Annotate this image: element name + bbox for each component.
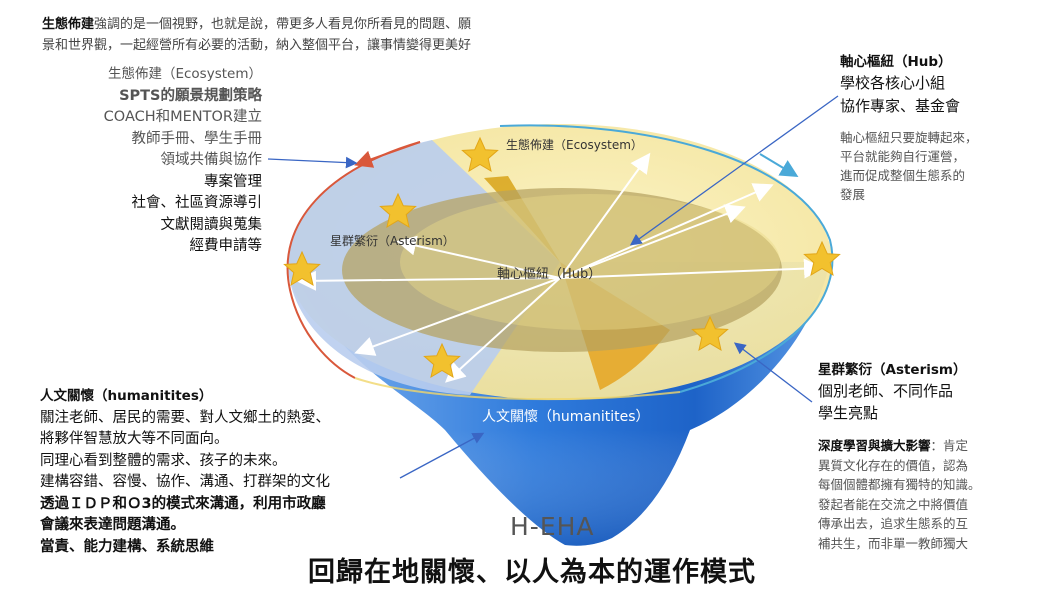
hub-desc-line: 軸心樞紐只要旋轉起來， (840, 130, 978, 145)
diagram-label-ecosystem: 生態佈建（Ecosystem） (506, 138, 643, 152)
page-title: 回歸在地關懷、以人為本的運作模式 (308, 557, 756, 588)
ecosystem-ring-blue (499, 124, 834, 393)
asterism-pointer-arrow (733, 342, 813, 403)
diagram-label-asterism: 星群繁衍（Asterism） (330, 234, 455, 248)
asterism-desc-line: 每個個體都擁有獨特的知識。 (818, 477, 981, 492)
humanities-pointer-arrow (399, 432, 485, 479)
humanities-line: 會議來表達問題溝通。 (40, 517, 185, 533)
humanities-line: 關注老師、居民的需要、對人文鄉土的熱愛、 (40, 409, 330, 426)
eco-line: 經費申請等 (189, 238, 263, 254)
blue-ring-arrow (759, 153, 799, 178)
eco-line: SPTS的願景規劃策略 (119, 87, 262, 104)
asterism-panel: 星群繁衍（Asterism） 個別老師、不同作品 學生亮點 深度學習與擴大影響：… (818, 360, 1028, 553)
humanities-title: 人文關懷（humanitites） (40, 388, 213, 404)
eco-line: COACH和MENTOR建立 (103, 109, 262, 125)
asterism-desc-line: 補共生，而非單一教師獨大 (818, 535, 969, 551)
asterism-title: 星群繁衍（Asterism） (818, 362, 967, 378)
intro-line2: 景和世界觀，一起經營所有必要的活動，納入整個平台，讓事情變得更美好 (42, 38, 472, 53)
asterism-line2: 學生亮點 (818, 404, 879, 422)
asterism-desc-first: ：肯定 (930, 438, 969, 453)
hub-panel: 軸心樞紐（Hub） 學校各核心小組 協作專家、基金會 軸心樞紐只要旋轉起來， 平… (840, 52, 1030, 204)
eco-title: 生態佈建（Ecosystem） (107, 66, 262, 82)
eco-line: 教師手冊、學生手冊 (131, 130, 263, 147)
humanities-line: 同理心看到整體的需求、孩子的未來。 (40, 452, 287, 469)
hub-desc-line: 發展 (840, 187, 866, 202)
model-name: H-EHA (510, 512, 595, 541)
hub-desc-line: 平台就能夠自行運營， (840, 149, 966, 164)
humanities-line: 建構容錯、容慢、協作、溝通、打群架的文化 (40, 474, 330, 490)
asterism-desc-line: 異質文化存在的價值，認為 (818, 457, 969, 473)
intro-bold-term: 生態佈建 (42, 17, 95, 32)
red-ring-arrow (354, 141, 421, 168)
eco-line: 文獻閱讀與蒐集 (160, 216, 263, 233)
hub-desc: 軸心樞紐只要旋轉起來， 平台就能夠自行運營， 進而促成整個生態系的 發展 (840, 128, 1030, 204)
hub-title: 軸心樞紐（Hub） (840, 54, 952, 70)
diagram-label-hub: 軸心樞紐（Hub） (497, 267, 602, 282)
asterism-desc: 深度學習與擴大影響：肯定 異質文化存在的價值，認為 每個個體都擁有獨特的知識。 … (818, 436, 1028, 553)
intro-text: 生態佈建強調的是一個視野，也就是說，帶更多人看見你所看見的問題、願 景和世界觀，… (42, 14, 562, 56)
diagram-label-humanities: 人文關懷（humanitites） (482, 409, 650, 425)
humanities-line: 透過ＩＤＰ和Ｏ3的模式來溝通，利用市政廳 (40, 495, 326, 512)
eco-pointer-arrow (267, 156, 358, 169)
eco-line: 領域共備與協作 (160, 152, 263, 168)
ecosystem-ring-yellow (354, 377, 681, 401)
hub-highlight (400, 194, 780, 330)
intro-line1: 強調的是一個視野，也就是說，帶更多人看見你所看見的問題、願 (94, 17, 472, 32)
asterism-desc-line: 發起者能在交流之中將價值 (818, 496, 969, 512)
hub-desc-line: 進而促成整個生態系的 (840, 168, 966, 183)
humanities-panel: 人文關懷（humanitites） 關注老師、居民的需要、對人文鄉土的熱愛、 將… (40, 386, 420, 558)
eco-line: 專案管理 (204, 173, 262, 190)
asterism-line1: 個別老師、不同作品 (818, 382, 954, 400)
cone-shadow (445, 430, 690, 546)
ecosystem-panel: 生態佈建（Ecosystem） SPTS的願景規劃策略 COACH和MENTOR… (70, 64, 262, 258)
hub-line2: 協作專家、基金會 (840, 97, 961, 115)
radial-arrows (296, 152, 824, 383)
humanities-line: 將夥伴智慧放大等不同面向。 (40, 431, 229, 447)
hub-line1: 學校各核心小組 (840, 74, 946, 92)
asterism-desc-bold: 深度學習與擴大影響 (818, 438, 931, 453)
hub-pointer-arrow (629, 95, 839, 246)
eco-line: 社會、社區資源導引 (131, 195, 263, 211)
asterism-desc-line: 傳承出去，追求生態系的互 (818, 516, 969, 531)
humanities-line: 當責、能力建構、系統思維 (40, 538, 214, 555)
